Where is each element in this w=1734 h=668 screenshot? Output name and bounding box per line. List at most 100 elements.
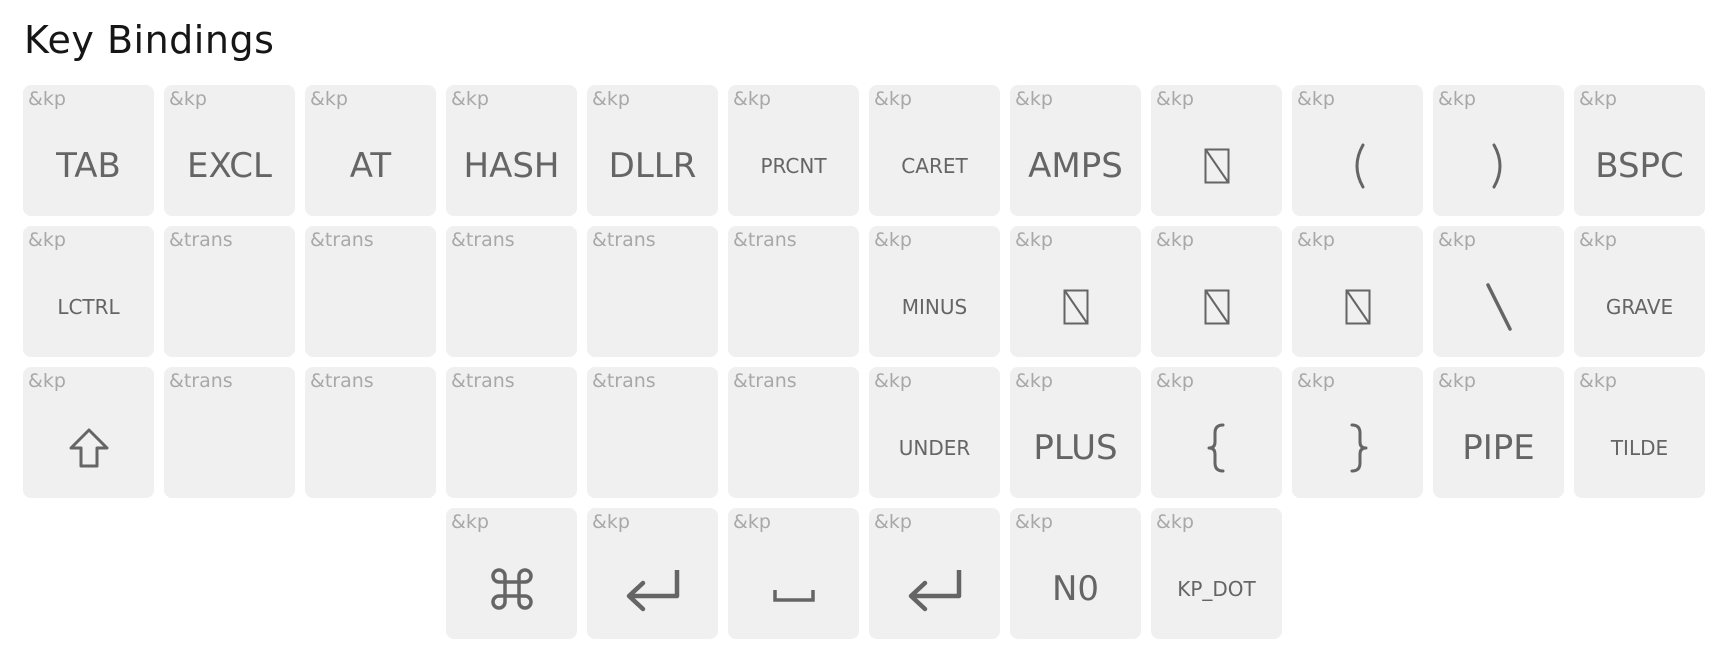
key-param-label: LCTRL [57,294,120,319]
key-0-10[interactable]: &kp [1433,85,1564,216]
right-paren-icon [1433,123,1564,208]
key-0-9[interactable]: &kp [1292,85,1423,216]
space-bar-icon [728,546,859,631]
key-3-3[interactable]: &kp [446,508,577,639]
key-1-9[interactable]: &kp [1292,226,1423,357]
key-1-3[interactable]: &trans [446,226,577,357]
key-param-label: KP_DOT [1177,576,1256,601]
key-2-2[interactable]: &trans [305,367,436,498]
key-1-2[interactable]: &trans [305,226,436,357]
return-arrow-icon [587,546,718,631]
key-behavior-label: &kp [1156,511,1194,533]
key-behavior-label: &kp [1015,229,1053,251]
missing-glyph-icon [1151,123,1282,208]
return-arrow-icon [869,546,1000,631]
left-brace-icon [1151,405,1282,490]
key-1-5[interactable]: &trans [728,226,859,357]
key-param-label: BSPC [1595,145,1684,186]
key-behavior-label: &trans [310,370,374,392]
key-param-label: MINUS [901,294,968,319]
key-param-label: GRAVE [1605,294,1674,319]
key-behavior-label: &trans [733,229,797,251]
key-behavior-label: &kp [1297,370,1335,392]
key-1-8[interactable]: &kp [1151,226,1282,357]
key-behavior-label: &kp [1438,370,1476,392]
key-behavior-label: &kp [1438,88,1476,110]
key-param-label: UNDER [898,435,971,460]
key-param-label: PIPE [1462,427,1535,468]
key-1-4[interactable]: &trans [587,226,718,357]
key-behavior-label: &kp [874,370,912,392]
key-2-3[interactable]: &trans [446,367,577,498]
key-behavior-label: &trans [169,370,233,392]
key-1-10[interactable]: &kp [1433,226,1564,357]
key-param-label: AT [349,145,392,186]
key-behavior-label: &kp [1579,88,1617,110]
key-behavior-label: &kp [310,88,348,110]
key-behavior-label: &kp [1579,370,1617,392]
key-3-4[interactable]: &kp [587,508,718,639]
right-brace-icon [1292,405,1423,490]
key-param-label: TILDE [1610,435,1669,460]
key-behavior-label: &kp [28,370,66,392]
key-behavior-label: &kp [733,88,771,110]
missing-glyph-icon [1292,264,1423,349]
key-param-label: PRCNT [760,153,827,178]
key-1-1[interactable]: &trans [164,226,295,357]
key-behavior-label: &kp [28,229,66,251]
shift-arrow-icon [23,405,154,490]
key-behavior-label: &kp [1297,88,1335,110]
key-behavior-label: &trans [592,370,656,392]
key-0-8[interactable]: &kp [1151,85,1282,216]
key-2-0[interactable]: &kp [23,367,154,498]
key-2-8[interactable]: &kp [1151,367,1282,498]
key-param-label: N0 [1051,568,1100,609]
key-behavior-label: &kp [1015,88,1053,110]
backslash-icon [1433,264,1564,349]
key-behavior-label: &kp [1297,229,1335,251]
key-behavior-label: &kp [169,88,207,110]
key-2-4[interactable]: &trans [587,367,718,498]
key-3-6[interactable]: &kp [869,508,1000,639]
left-paren-icon [1292,123,1423,208]
key-param-label: CARET [901,153,968,178]
key-behavior-label: &kp [1015,511,1053,533]
key-1-7[interactable]: &kp [1010,226,1141,357]
key-2-1[interactable]: &trans [164,367,295,498]
page-title: Key Bindings [24,18,275,62]
key-2-9[interactable]: &kp [1292,367,1423,498]
key-behavior-label: &kp [1015,370,1053,392]
key-behavior-label: &kp [874,88,912,110]
missing-glyph-icon [1151,264,1282,349]
key-param-label: TAB [56,145,121,186]
key-param-label: AMPS [1028,145,1123,186]
key-behavior-label: &trans [310,229,374,251]
command-icon [446,546,577,631]
key-behavior-label: &kp [1156,370,1194,392]
key-2-5[interactable]: &trans [728,367,859,498]
key-3-5[interactable]: &kp [728,508,859,639]
key-behavior-label: &kp [28,88,66,110]
key-behavior-label: &kp [451,511,489,533]
key-param-label: DLLR [608,145,697,186]
